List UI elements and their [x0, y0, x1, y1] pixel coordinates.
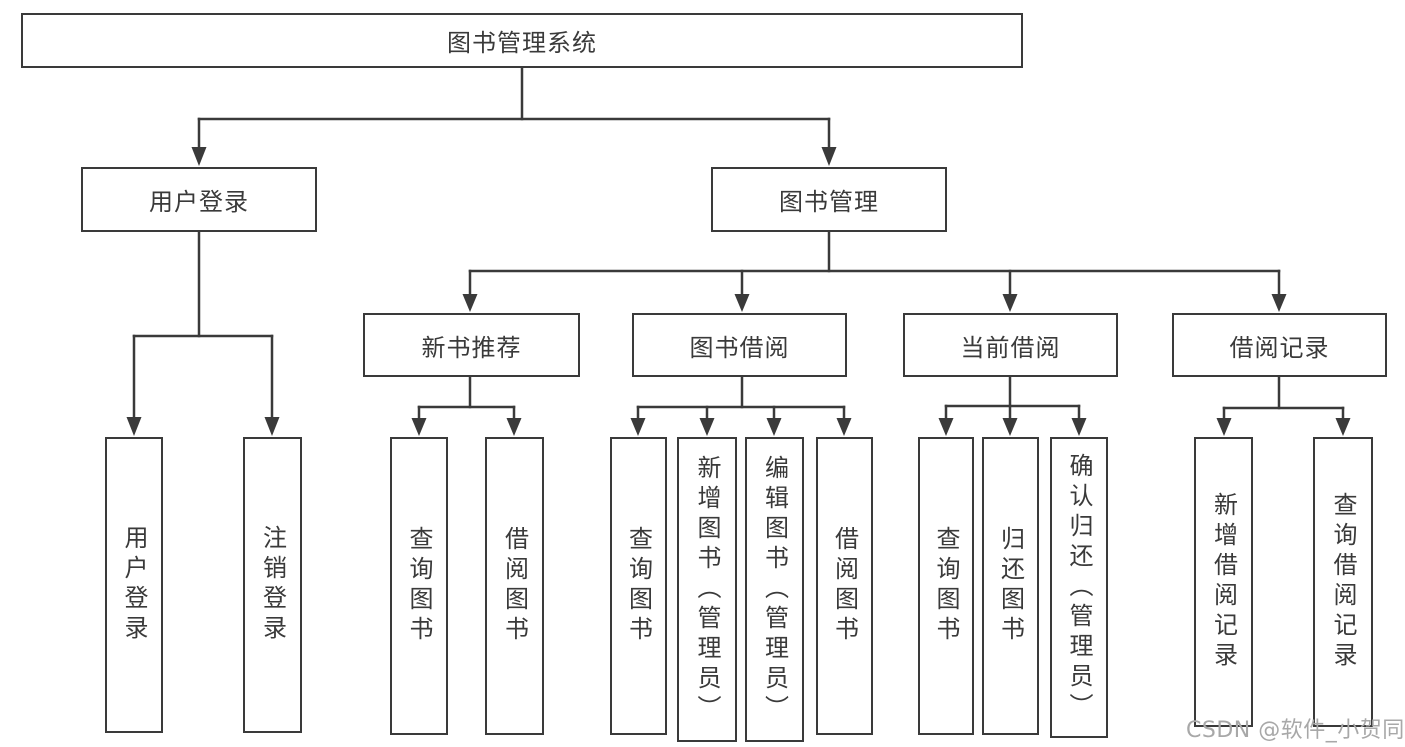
leaf-add-borrow-record: 新增借阅记录 [1194, 437, 1253, 727]
node-label: 借阅记录 [1229, 333, 1330, 362]
node-label: 查询图书 [624, 526, 653, 646]
connector-book-borrowing-children [630, 375, 852, 436]
connector-book-management-children [462, 230, 1287, 312]
node-label: 图书管理系统 [447, 29, 597, 57]
node-new-book-recommend: 新书推荐 [363, 313, 580, 377]
node-label: 查询图书 [405, 526, 433, 646]
leaf-borrow-books-borrowing: 借阅图书 [816, 437, 873, 735]
leaf-user-login: 用户登录 [105, 437, 163, 733]
csdn-watermark: CSDN @软件_小贺同学 [1186, 718, 1405, 743]
node-label: 新书推荐 [421, 333, 522, 362]
node-label: 用户登录 [120, 525, 148, 645]
leaf-query-books-borrowing: 查询图书 [610, 437, 667, 735]
node-label: 图书管理 [779, 188, 879, 216]
node-label: 确认归还（管理员） [1065, 452, 1093, 723]
node-label: 查询图书 [932, 526, 960, 646]
leaf-edit-books-admin: 编辑图书（管理员） [745, 437, 804, 742]
node-label: 用户登录 [149, 188, 249, 216]
leaf-return-books: 归还图书 [982, 437, 1039, 735]
node-current-borrowing: 当前借阅 [903, 313, 1118, 377]
node-label: 借阅图书 [830, 526, 859, 646]
node-label: 归还图书 [996, 526, 1025, 646]
connector-root-to-level2 [191, 66, 837, 166]
node-borrowing-records: 借阅记录 [1172, 313, 1387, 377]
node-library-management-system: 图书管理系统 [21, 13, 1023, 68]
leaf-query-books-recommend: 查询图书 [390, 437, 448, 735]
connector-user-login-children [126, 230, 280, 436]
node-label: 注销登录 [258, 525, 287, 645]
node-label: 查询借阅记录 [1329, 492, 1357, 672]
node-book-management: 图书管理 [711, 167, 947, 232]
node-book-borrowing: 图书借阅 [632, 313, 847, 377]
node-label: 编辑图书（管理员） [760, 454, 789, 725]
node-label: 图书借阅 [689, 333, 790, 362]
connector-borrowing-records-children [1216, 375, 1351, 436]
leaf-add-books-admin: 新增图书（管理员） [677, 437, 737, 742]
leaf-query-books-current: 查询图书 [918, 437, 974, 735]
node-label: 当前借阅 [960, 333, 1061, 362]
node-label: 新增图书（管理员） [693, 454, 721, 725]
node-label: 新增借阅记录 [1209, 492, 1238, 672]
connector-new-book-recommend-children [411, 375, 522, 436]
leaf-confirm-return-admin: 确认归还（管理员） [1050, 437, 1108, 738]
node-user-login: 用户登录 [81, 167, 317, 232]
connector-current-borrowing-children [938, 375, 1087, 436]
leaf-query-borrow-record: 查询借阅记录 [1313, 437, 1373, 727]
leaf-logout-login: 注销登录 [243, 437, 302, 733]
leaf-borrow-books-recommend: 借阅图书 [485, 437, 544, 735]
node-label: 借阅图书 [500, 526, 529, 646]
